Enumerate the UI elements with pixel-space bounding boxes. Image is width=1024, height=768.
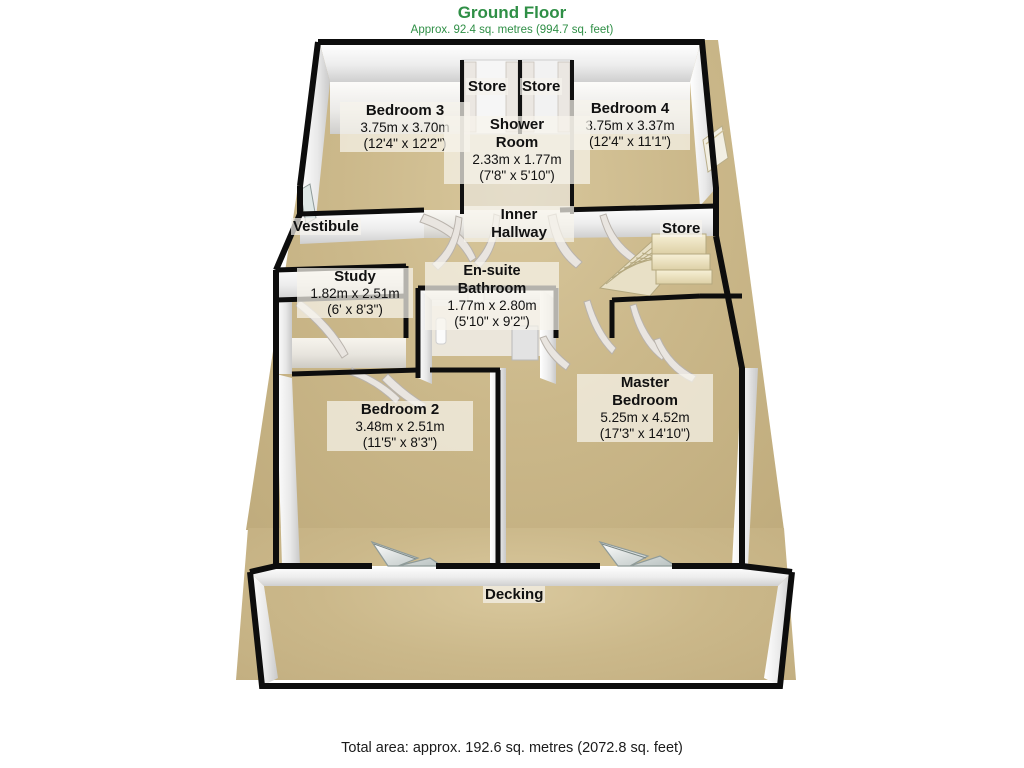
room-metric: 3.75m x 3.37m	[585, 118, 675, 133]
room-label-vestibule: Vestibule	[291, 218, 361, 235]
page-subtitle: Approx. 92.4 sq. metres (994.7 sq. feet)	[410, 24, 614, 36]
room-name-line2: Bathroom	[457, 281, 527, 297]
room-imperial: (12'4" x 11'1")	[588, 134, 672, 149]
room-metric: 1.77m x 2.80m	[447, 298, 537, 313]
room-label-en-suite-bathroom: En-suite Bathroom 1.77m x 2.80m (5'10" x…	[425, 262, 559, 330]
room-name-line1: Master	[620, 374, 670, 391]
patio-sliding-doors	[370, 540, 679, 567]
room-name: Bedroom 2	[360, 401, 440, 418]
room-imperial: (17'3" x 14'10")	[599, 426, 691, 441]
room-name-line1: Shower	[489, 116, 545, 133]
page-title: Ground Floor	[457, 3, 567, 22]
room-name-line1: Inner	[500, 206, 538, 223]
room-name-line2: Hallway	[491, 224, 547, 241]
room-label-store-left: Store	[466, 78, 509, 95]
staircase	[598, 233, 713, 297]
room-label-store-stairs: Store	[660, 220, 703, 237]
room-metric: 2.33m x 1.77m	[472, 152, 562, 167]
room-label-study: Study 1.82m x 2.51m (6' x 8'3")	[297, 268, 413, 318]
plan-header: Ground Floor Approx. 92.4 sq. metres (99…	[0, 0, 1024, 38]
room-name: Study	[334, 268, 376, 285]
room-name-line1: En-suite	[463, 263, 521, 279]
room-name: Bedroom 4	[590, 100, 670, 117]
room-imperial: (11'5" x 8'3")	[362, 435, 438, 450]
room-label-bedroom-4: Bedroom 4 3.75m x 3.37m (12'4" x 11'1")	[570, 100, 690, 150]
room-label-store-right: Store	[520, 78, 563, 95]
room-metric: 3.75m x 3.70m	[360, 120, 450, 135]
room-imperial: (7'8" x 5'10")	[479, 168, 555, 183]
room-label-bedroom-2: Bedroom 2 3.48m x 2.51m (11'5" x 8'3")	[327, 401, 473, 451]
room-name-line2: Bedroom	[612, 392, 678, 409]
room-metric: 3.48m x 2.51m	[355, 419, 445, 434]
decking-floor-surface	[236, 528, 796, 680]
floorplan-stage: Bedroom 3 3.75m x 3.70m (12'4" x 12'2") …	[0, 38, 1024, 698]
total-area-footer: Total area: approx. 192.6 sq. metres (20…	[341, 740, 683, 756]
room-label-master-bedroom: Master Bedroom 5.25m x 4.52m (17'3" x 14…	[577, 374, 713, 442]
room-label-shower-room: Shower Room 2.33m x 1.77m (7'8" x 5'10")	[444, 116, 590, 184]
room-metric: 5.25m x 4.52m	[600, 410, 690, 425]
room-imperial: (5'10" x 9'2")	[454, 314, 530, 329]
room-imperial: (12'4" x 12'2")	[363, 136, 447, 151]
room-metric: 1.82m x 2.51m	[310, 286, 400, 301]
room-label-inner-hallway: Inner Hallway	[464, 206, 574, 242]
room-name: Bedroom 3	[365, 102, 445, 119]
room-imperial: (6' x 8'3")	[327, 302, 383, 317]
room-label-decking: Decking	[483, 586, 546, 603]
room-name-line2: Room	[495, 134, 539, 151]
